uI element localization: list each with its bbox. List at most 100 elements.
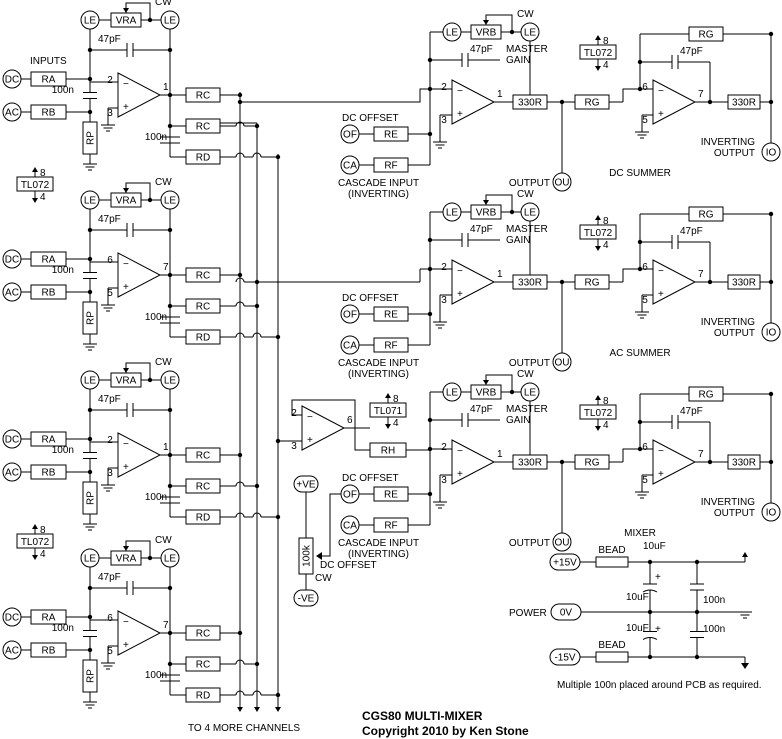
cw-label: CW xyxy=(315,573,332,584)
cap-label: 10uF xyxy=(626,592,649,603)
resistor-rc-label: RC xyxy=(196,629,210,640)
junction-dot xyxy=(637,239,643,245)
resistor-rf-label: RF xyxy=(384,341,397,352)
ic-label: TL072 xyxy=(584,408,613,419)
wire-crossover xyxy=(235,512,245,518)
pin-number: 6 xyxy=(642,82,648,93)
pin-number: 6 xyxy=(347,415,353,426)
junction-dot xyxy=(87,585,93,591)
junction-dot xyxy=(237,452,243,458)
op-amp-input-sign: − xyxy=(658,266,664,277)
wire xyxy=(485,194,513,212)
wire-crossover xyxy=(235,277,245,283)
resistor-rg-label: RG xyxy=(585,458,600,469)
link-terminal-label: LE xyxy=(84,16,97,27)
junction-dot xyxy=(647,559,653,565)
arrow-icon xyxy=(316,552,322,560)
junction-dot xyxy=(509,209,515,215)
op-amp-input-sign: + xyxy=(123,640,129,651)
cw-label: CW xyxy=(517,369,534,380)
op-amp xyxy=(451,259,496,305)
op-amp xyxy=(117,72,162,118)
arrow-icon xyxy=(595,215,601,220)
link-terminal-label: LE xyxy=(164,16,177,27)
resistor-ra-label: RA xyxy=(42,435,56,446)
cap-label: 47pF xyxy=(98,34,121,45)
ic-label: TL072 xyxy=(584,48,613,59)
junction-dot xyxy=(254,303,260,309)
section-title: MIXER xyxy=(624,528,656,539)
bead-label: BEAD xyxy=(598,640,625,651)
cap-label: 47pF xyxy=(470,44,493,55)
link-terminal-label: LE xyxy=(524,28,537,39)
junction-dot xyxy=(427,311,433,317)
junction-dot xyxy=(254,483,260,489)
junction-dot xyxy=(509,389,515,395)
pin-number: 5 xyxy=(642,115,648,126)
inverting-output-label: INVERTING xyxy=(701,317,755,328)
wire-crossover xyxy=(235,121,245,127)
pin-number: 1 xyxy=(497,449,503,460)
cap-label: 10uF xyxy=(643,541,666,552)
cap-label: 100n xyxy=(145,492,167,503)
cw-label: CW xyxy=(155,535,172,546)
link-terminal-label: LE xyxy=(446,208,459,219)
ferrite-bead xyxy=(595,556,629,568)
resistor-rd-label: RD xyxy=(196,153,210,164)
resistor-rh-label: RH xyxy=(381,446,395,457)
inverting-output-label: INVERTING xyxy=(701,137,755,148)
junction-dot xyxy=(147,555,153,561)
junction-dot xyxy=(87,227,93,233)
op-amp-input-sign: + xyxy=(658,469,664,480)
pin-number: 3 xyxy=(441,295,447,306)
dc-offset-label: DC OFFSET xyxy=(342,293,399,304)
trimmer-master-label: VRB xyxy=(476,388,497,399)
resistor-rf-label: RF xyxy=(384,521,397,532)
wire xyxy=(622,88,653,102)
dc-offset-label: DC OFFSET xyxy=(320,560,377,571)
junction-dot xyxy=(707,279,713,285)
junction-dot xyxy=(237,92,243,98)
resistor-re-label: RE xyxy=(384,310,398,321)
arrow-icon xyxy=(123,188,129,193)
trimmer-label: VRA xyxy=(116,196,137,207)
junction-dot xyxy=(275,154,281,160)
bead-label: BEAD xyxy=(598,545,625,556)
input-jack-ac-label: AC xyxy=(5,288,19,299)
resistor-rg-label: RG xyxy=(699,390,714,401)
arrow-icon xyxy=(595,35,601,40)
pin-number: 7 xyxy=(698,449,704,460)
junction-dot xyxy=(167,227,173,233)
resistor-rb-label: RB xyxy=(42,288,56,299)
positive-supply-terminal-label: +VE xyxy=(296,480,316,491)
cascade-input-jack-label: CA xyxy=(343,521,357,532)
inverting-output-jack-label: IO xyxy=(766,508,777,519)
op-amp-input-sign: + xyxy=(658,109,664,120)
junction-dot xyxy=(768,211,774,217)
resistor-rg-label: RG xyxy=(699,30,714,41)
negative-supply-terminal xyxy=(293,589,319,607)
dc-offset-jack-label: OF xyxy=(343,310,357,321)
dc-offset-jack-label: OF xyxy=(343,130,357,141)
trimmer-master-label: VRB xyxy=(476,208,497,219)
junction-dot xyxy=(254,661,260,667)
wire xyxy=(622,448,653,462)
inverting-output-label: OUTPUT xyxy=(714,148,755,159)
link-terminal-label: LE xyxy=(446,28,459,39)
junction-dot xyxy=(427,57,433,63)
master-gain-label: GAIN xyxy=(506,415,530,426)
junction-dot xyxy=(427,237,433,243)
trimmer-label: VRA xyxy=(116,376,137,387)
cap-label: 47pF xyxy=(98,394,121,405)
op-amp-input-sign: + xyxy=(123,462,129,473)
op-amp-input-sign: − xyxy=(457,446,463,457)
junction-dot xyxy=(694,559,700,565)
pin-number: 2 xyxy=(107,75,113,86)
link-terminal-label: LE xyxy=(84,554,97,565)
junction-dot xyxy=(768,31,774,37)
junction-dot xyxy=(275,334,281,340)
pin-number: 3 xyxy=(291,441,297,452)
arrow-icon xyxy=(237,707,243,712)
